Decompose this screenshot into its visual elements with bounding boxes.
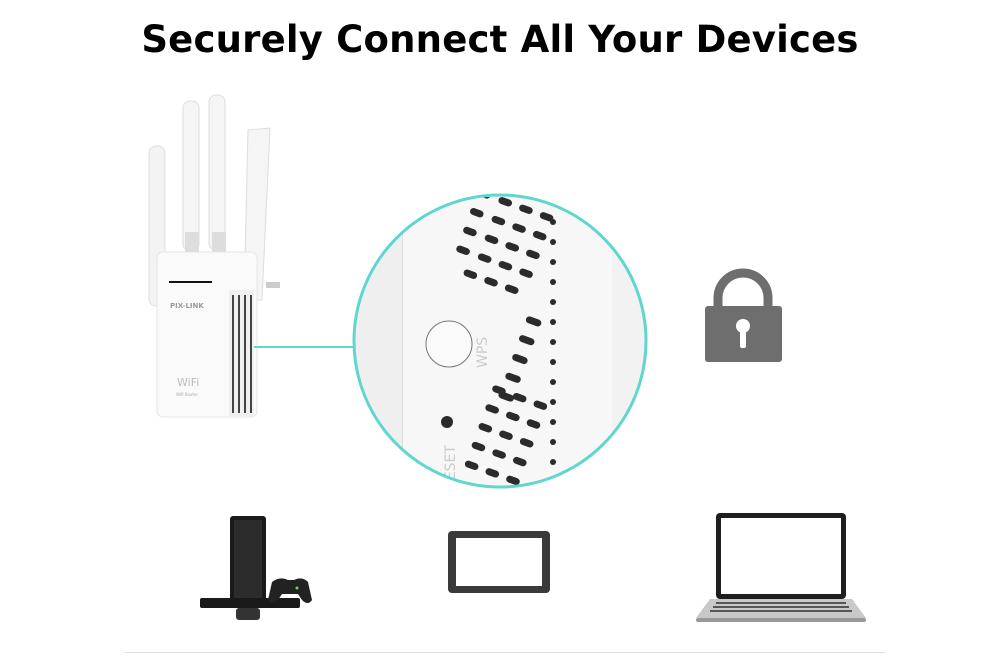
laptop-icon <box>696 513 866 622</box>
reset-label: RESET <box>443 445 459 490</box>
zoom-detail-circle: WPS RESET <box>352 193 648 490</box>
router-brand: PIX-LINK <box>170 302 204 310</box>
game-console-icon <box>200 516 312 620</box>
router-image: PIX-LINK WiFi Wifi Router <box>148 94 280 418</box>
router-logo: WiFi <box>177 376 199 389</box>
lock-icon <box>705 268 782 362</box>
router-model: Wifi Router <box>176 392 198 397</box>
wps-button <box>425 320 473 368</box>
divider <box>125 652 885 653</box>
tablet-icon <box>448 531 550 593</box>
page-title: Securely Connect All Your Devices <box>141 18 859 61</box>
wps-label: WPS <box>475 337 491 368</box>
